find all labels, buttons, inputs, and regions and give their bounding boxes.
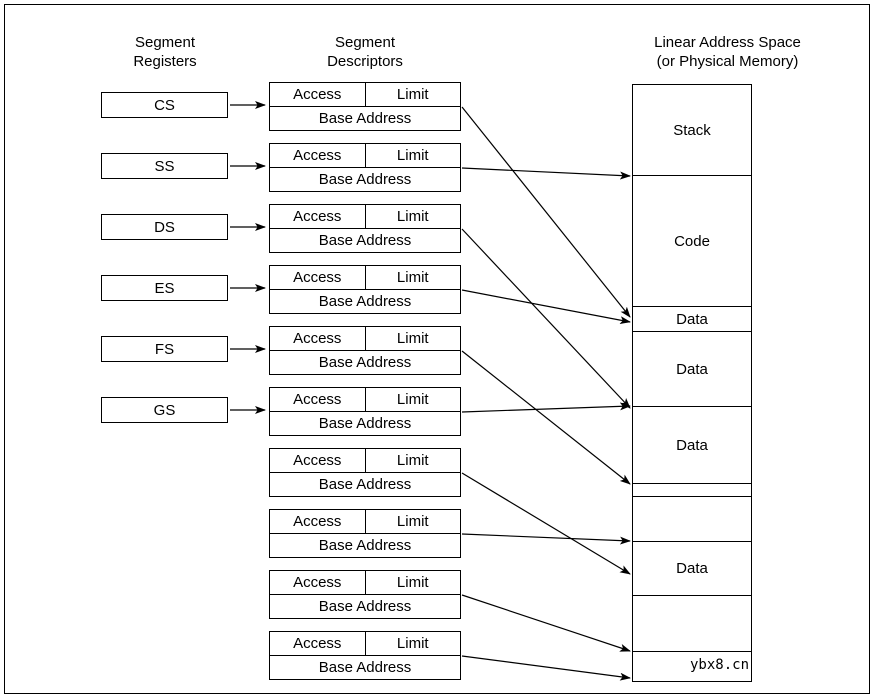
descriptor-base-address-cell: Base Address bbox=[269, 228, 461, 253]
segment-register-fs[interactable]: FS bbox=[101, 336, 228, 362]
column-title-segment-descriptors: Segment Descriptors bbox=[327, 34, 403, 70]
memory-block-6-empty bbox=[633, 497, 751, 542]
descriptor-limit-cell: Limit bbox=[396, 269, 429, 286]
descriptor-access-cell: Access bbox=[270, 266, 366, 289]
descriptor-header-row: Access Limit bbox=[269, 509, 461, 534]
memory-block-7-data: Data bbox=[633, 542, 751, 596]
descriptor-base-address-cell: Base Address bbox=[269, 411, 461, 436]
memory-block-label: Data bbox=[676, 560, 708, 577]
descriptor-header-row: Access Limit bbox=[269, 143, 461, 168]
segment-register-label: DS bbox=[154, 218, 175, 236]
memory-block-1-code: Code bbox=[633, 176, 751, 307]
descriptor-limit-cell: Limit bbox=[396, 86, 429, 103]
descriptor-access-cell: Access bbox=[270, 144, 366, 167]
descriptor-header-row: Access Limit bbox=[269, 204, 461, 229]
descriptor-limit-cell: Limit bbox=[396, 391, 429, 408]
descriptor-base-address-cell: Base Address bbox=[269, 594, 461, 619]
memory-block-label: Data bbox=[676, 310, 708, 328]
descriptor-base-address-cell: Base Address bbox=[269, 655, 461, 680]
segment-register-label: FS bbox=[154, 340, 175, 358]
memory-block-4-data: Data bbox=[633, 407, 751, 484]
descriptor-base-address-cell: Base Address bbox=[269, 350, 461, 375]
memory-block-label: Data bbox=[676, 360, 708, 378]
descriptor-access-cell: Access bbox=[270, 449, 366, 472]
descriptor-header-row: Access Limit bbox=[269, 387, 461, 412]
descriptor-access-cell: Access bbox=[270, 388, 366, 411]
descriptor-base-address-cell: Base Address bbox=[269, 472, 461, 497]
descriptor-header-row: Access Limit bbox=[269, 631, 461, 656]
memory-block-3-data: Data bbox=[633, 332, 751, 407]
segment-register-cs[interactable]: CS bbox=[101, 92, 228, 118]
descriptor-limit-cell: Limit bbox=[396, 452, 429, 469]
descriptor-access-cell: Access bbox=[270, 632, 366, 655]
descriptor-access-cell: Access bbox=[270, 205, 366, 228]
segment-register-es[interactable]: ES bbox=[101, 275, 228, 301]
descriptor-access-cell: Access bbox=[270, 327, 366, 350]
descriptor-access-cell: Access bbox=[270, 510, 366, 533]
descriptor-limit-cell: Limit bbox=[396, 208, 429, 225]
segment-register-label: ES bbox=[154, 279, 175, 297]
descriptor-access-cell: Access bbox=[270, 571, 366, 594]
segment-register-ss[interactable]: SS bbox=[101, 153, 228, 179]
column-title-segment-registers: Segment Registers bbox=[133, 34, 197, 70]
descriptor-header-row: Access Limit bbox=[269, 326, 461, 351]
memory-block-label: Code bbox=[674, 232, 710, 250]
memory-block-5-empty bbox=[633, 484, 751, 497]
descriptor-limit-cell: Limit bbox=[396, 330, 429, 347]
descriptor-base-address-cell: Base Address bbox=[269, 533, 461, 558]
descriptor-header-row: Access Limit bbox=[269, 265, 461, 290]
segment-register-label: CS bbox=[154, 96, 175, 114]
memory-block-0-stack: Stack bbox=[633, 85, 751, 176]
memory-block-label: Stack bbox=[673, 121, 711, 139]
column-title-linear-address-space: Linear Address Space (or Physical Memory… bbox=[654, 34, 801, 70]
descriptor-limit-cell: Limit bbox=[396, 147, 429, 164]
segment-register-gs[interactable]: GS bbox=[101, 397, 228, 423]
descriptor-base-address-cell: Base Address bbox=[269, 167, 461, 192]
memory-block-8-empty bbox=[633, 596, 751, 652]
watermark-text: ybx8.cn bbox=[690, 657, 750, 673]
descriptor-limit-cell: Limit bbox=[396, 513, 429, 530]
descriptor-base-address-cell: Base Address bbox=[269, 289, 461, 314]
descriptor-access-cell: Access bbox=[270, 83, 366, 106]
descriptor-base-address-cell: Base Address bbox=[269, 106, 461, 131]
descriptor-limit-cell: Limit bbox=[396, 574, 429, 591]
descriptor-header-row: Access Limit bbox=[269, 448, 461, 473]
memory-block-label: Data bbox=[676, 436, 708, 454]
segment-register-label: SS bbox=[154, 157, 175, 175]
descriptor-header-row: Access Limit bbox=[269, 570, 461, 595]
outer-border bbox=[4, 4, 870, 694]
descriptor-limit-cell: Limit bbox=[396, 635, 429, 652]
memory-block-2-data: Data bbox=[633, 307, 751, 332]
descriptor-header-row: Access Limit bbox=[269, 82, 461, 107]
segment-register-label: GS bbox=[153, 401, 176, 419]
segment-register-ds[interactable]: DS bbox=[101, 214, 228, 240]
